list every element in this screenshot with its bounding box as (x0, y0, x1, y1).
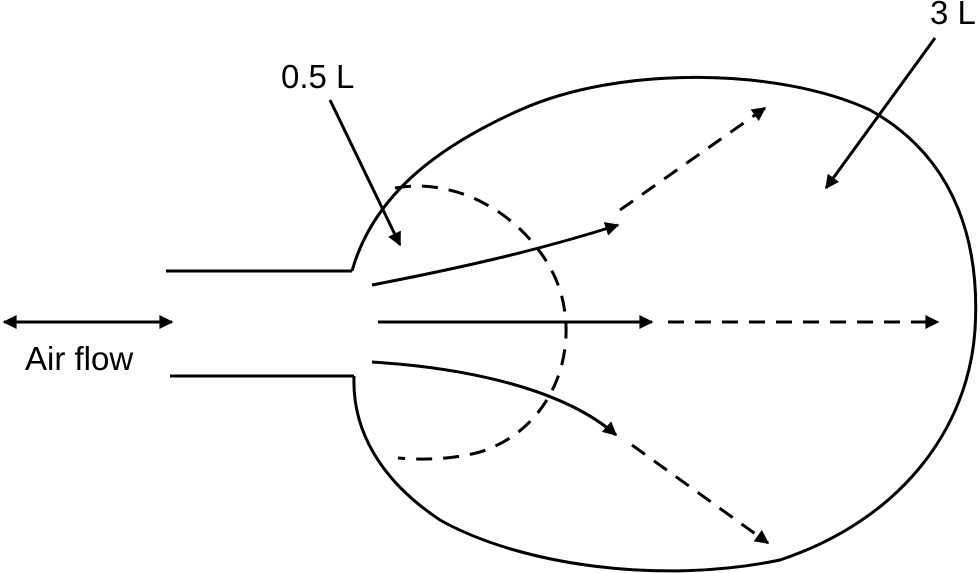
dashed-arrow-lower (631, 443, 770, 545)
pointer-large-volume (824, 37, 937, 190)
flow-arrow-upper (371, 222, 620, 287)
flow-arrow-lower (371, 360, 618, 437)
large-chamber-outline (350, 75, 978, 573)
label-air-flow: Air flow (25, 340, 133, 377)
dashed-arrow-upper (619, 106, 767, 212)
small-volume-dashed-boundary (394, 184, 568, 461)
pointer-small-volume (328, 99, 402, 247)
label-small-volume: 0.5 L (281, 58, 354, 95)
label-large-volume: 3 L (930, 0, 976, 31)
